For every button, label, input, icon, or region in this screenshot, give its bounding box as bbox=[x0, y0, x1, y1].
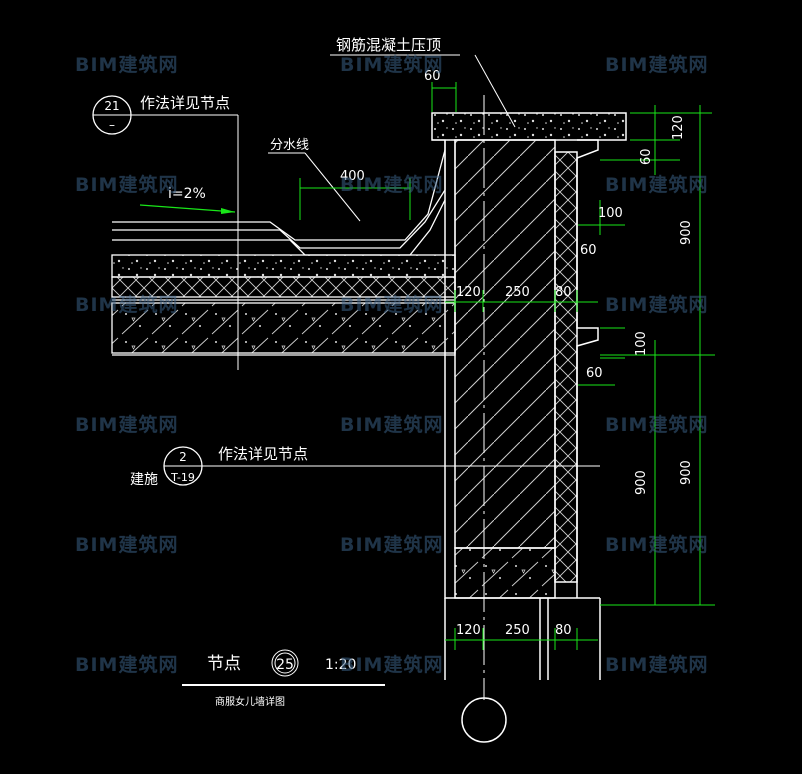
watermark: BIM建筑网 bbox=[340, 654, 444, 676]
dim-60-c: 60 bbox=[586, 366, 603, 381]
dim-80-mid: 80 bbox=[555, 285, 572, 300]
concrete-coping bbox=[431, 112, 627, 141]
detail-number: 25 bbox=[276, 657, 294, 673]
watermark: BIM建筑网 bbox=[75, 174, 179, 196]
dim-100-c: 100 bbox=[634, 331, 649, 356]
dim-400: 400 bbox=[340, 169, 365, 184]
insulation-layer bbox=[554, 151, 578, 583]
watermark: BIM建筑网 bbox=[340, 54, 444, 76]
wall-hatch bbox=[454, 139, 556, 549]
watermark: BIM建筑网 bbox=[340, 174, 444, 196]
parapet-wall bbox=[431, 112, 627, 680]
dim-900-inner: 900 bbox=[634, 470, 649, 495]
dim-120-right: 120 bbox=[671, 115, 686, 140]
watermark: BIM建筑网 bbox=[605, 174, 709, 196]
watermark: BIM建筑网 bbox=[605, 294, 709, 316]
slope-text: i=2% bbox=[168, 186, 206, 202]
watermark: BIM建筑网 bbox=[605, 54, 709, 76]
ref-bubble-top-sheet: – bbox=[109, 118, 115, 132]
ref-label-top: 作法详见节点 bbox=[140, 94, 230, 112]
dim-250-mid: 250 bbox=[505, 285, 530, 300]
watermark: BIM建筑网 bbox=[75, 54, 179, 76]
detail-subtitle: 商服女儿墙详图 bbox=[215, 695, 285, 708]
watermark: BIM建筑网 bbox=[340, 414, 444, 436]
slope-indicator: i=2% bbox=[139, 186, 236, 214]
ref-bubble-mid-sheet: T-19 bbox=[170, 471, 195, 484]
detail-title: 节点 bbox=[207, 654, 241, 674]
ref-label-mid: 作法详见节点 bbox=[218, 445, 308, 463]
dimension-texts: 60 400 120 60 100 60 900 120 250 80 100 … bbox=[340, 69, 694, 638]
watermark: BIM建筑网 bbox=[605, 414, 709, 436]
drain-line-label: 分水线 bbox=[270, 138, 309, 153]
watermark: BIM建筑网 bbox=[340, 534, 444, 556]
dim-250-bot: 250 bbox=[505, 623, 530, 638]
dim-900-outer-top: 900 bbox=[679, 220, 694, 245]
watermark: BIM建筑网 bbox=[75, 654, 179, 676]
coping-label: 钢筋混凝土压顶 bbox=[336, 36, 441, 54]
dim-120-mid: 120 bbox=[456, 285, 481, 300]
watermark: BIM建筑网 bbox=[75, 294, 179, 316]
roof-layers bbox=[111, 139, 456, 356]
bottom-beam bbox=[454, 547, 556, 599]
dim-120-bot: 120 bbox=[456, 623, 481, 638]
dim-60-right: 60 bbox=[639, 148, 654, 165]
watermark: BIM建筑网 bbox=[75, 534, 179, 556]
dim-60-top: 60 bbox=[424, 69, 441, 84]
watermark: BIM建筑网 bbox=[605, 654, 709, 676]
dim-100-a: 100 bbox=[598, 206, 623, 221]
dimensions bbox=[299, 82, 715, 650]
ref-bubble-top-number: 21 bbox=[104, 99, 119, 113]
detail-number-circle bbox=[271, 649, 299, 677]
axis-bubble bbox=[461, 697, 507, 743]
watermark: BIM建筑网 bbox=[75, 414, 179, 436]
ref-bubble-mid-number: 2 bbox=[179, 450, 187, 464]
annotations: 钢筋混凝土压顶 21 – 作法详见节点 分水线 2 T-19 作法详见节点 建施… bbox=[92, 36, 600, 708]
building-label: 建施 bbox=[130, 472, 158, 488]
dim-60-b: 60 bbox=[580, 243, 597, 258]
dim-900-outer-bottom: 900 bbox=[679, 460, 694, 485]
watermark: BIM建筑网 bbox=[340, 294, 444, 316]
dim-80-bot: 80 bbox=[555, 623, 572, 638]
watermark: BIM建筑网 bbox=[605, 534, 709, 556]
detail-scale: 1:20 bbox=[325, 657, 356, 673]
